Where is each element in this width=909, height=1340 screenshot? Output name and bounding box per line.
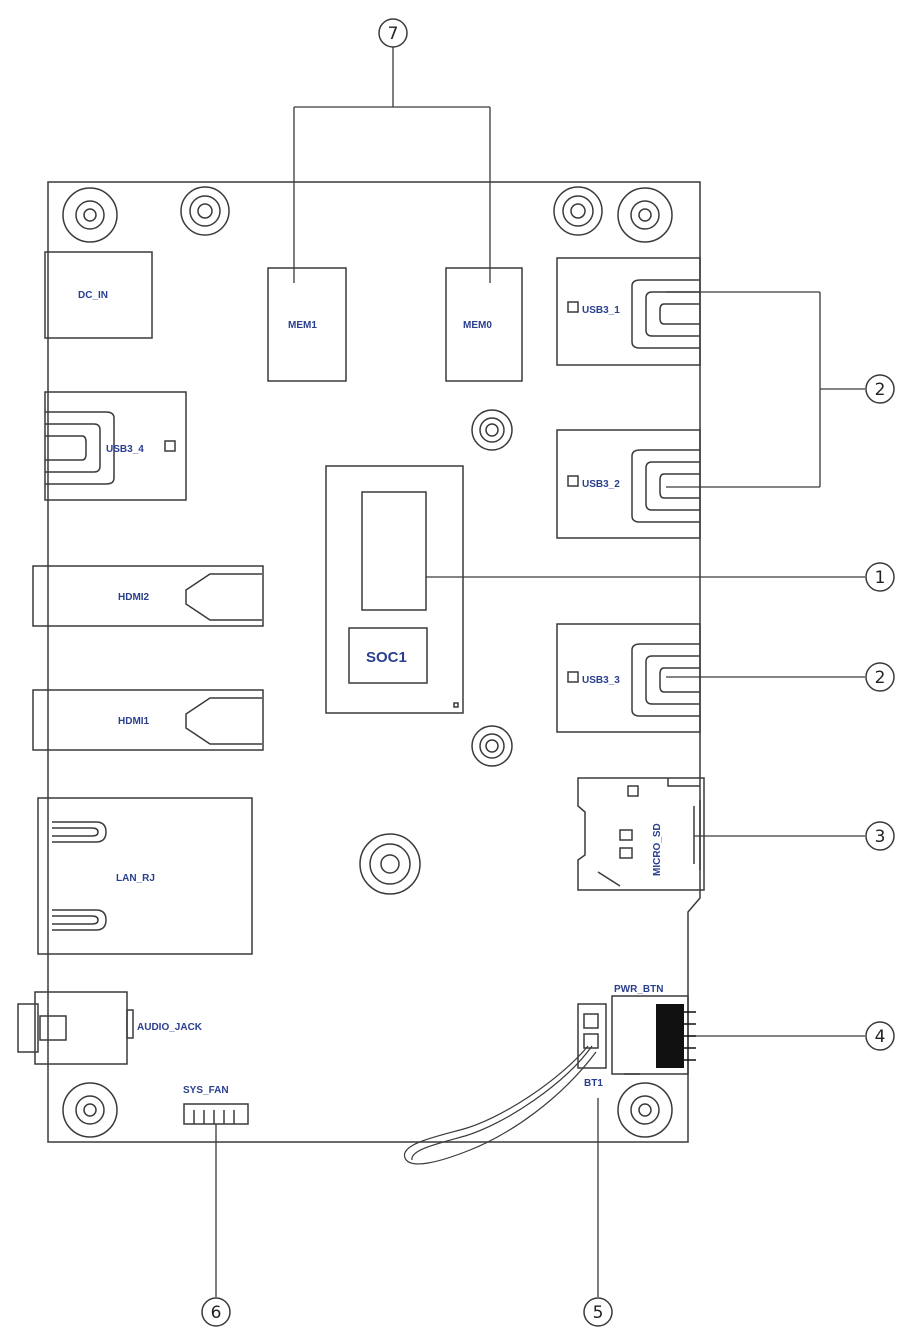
power-button-actuator [656, 1004, 684, 1068]
usb3-2-port [556, 429, 701, 539]
mem0-slot [445, 267, 523, 382]
label-hdmi1: HDMI1 [118, 716, 150, 727]
callout-4-circle [865, 1021, 895, 1051]
callout-6-number: 6 [211, 1303, 222, 1323]
callout-2b-number: 2 [875, 668, 886, 688]
usb3-3-port [556, 623, 701, 733]
battery-cable [403, 1045, 597, 1165]
standoff-upper-center [471, 409, 513, 451]
mounting-hole-top-left [62, 187, 118, 243]
lan-rj-port [37, 797, 253, 955]
callout-2a-leader [666, 291, 865, 488]
label-dc-in: DC_IN [78, 290, 108, 301]
label-mem0: MEM0 [463, 320, 492, 331]
callout-1-circle [865, 562, 895, 592]
label-bt1: BT1 [584, 1078, 603, 1089]
standoff-top-left [180, 186, 230, 236]
callout-3-circle [865, 821, 895, 851]
label-sys-fan: SYS_FAN [183, 1085, 229, 1096]
micro-sd-slot [577, 777, 705, 891]
board-outline [47, 181, 701, 1143]
callout-5-number: 5 [593, 1303, 604, 1323]
standoff-lower-center [471, 725, 513, 767]
callout-4-number: 4 [875, 1027, 886, 1047]
mounting-hole-top-right [617, 187, 673, 243]
dc-in-connector [44, 251, 153, 339]
label-soc1: SOC1 [366, 649, 407, 666]
power-button [611, 995, 689, 1075]
callout-7-leader [293, 47, 491, 283]
usb3-1-port [556, 257, 701, 366]
label-micro-sd: MICRO_SD [652, 823, 663, 876]
label-mem1: MEM1 [288, 320, 317, 331]
standoff-top-right [553, 186, 603, 236]
usb3-4-port [44, 391, 187, 501]
power-button-pins [684, 1011, 696, 1061]
label-lan-rj: LAN_RJ [116, 873, 155, 884]
callout-7-number: 7 [388, 24, 399, 44]
label-usb3-3: USB3_3 [582, 675, 620, 686]
callout-6-circle [201, 1297, 231, 1327]
hdmi1-port [32, 689, 264, 751]
standoff-center [359, 833, 421, 895]
hdmi2-port [32, 565, 264, 627]
mem1-slot [267, 267, 347, 382]
label-usb3-2: USB3_2 [582, 479, 620, 490]
label-pwr-btn: PWR_BTN [614, 984, 663, 995]
label-usb3-4: USB3_4 [106, 444, 144, 455]
callout-2a-circle [865, 374, 895, 404]
audio-jack [17, 991, 134, 1065]
callout-2b-circle [865, 662, 895, 692]
callout-3-number: 3 [875, 827, 886, 847]
label-audio-jack: AUDIO_JACK [137, 1022, 203, 1033]
callout-7-circle [378, 18, 408, 48]
sys-fan-connector [183, 1103, 249, 1125]
soc1-package [325, 465, 464, 714]
callout-2a-number: 2 [875, 380, 886, 400]
callout-1-number: 1 [875, 568, 886, 588]
label-usb3-1: USB3_1 [582, 305, 620, 316]
callout-5-circle [583, 1297, 613, 1327]
mounting-hole-bottom-right [617, 1082, 673, 1138]
mounting-hole-bottom-left [62, 1082, 118, 1138]
label-hdmi2: HDMI2 [118, 592, 150, 603]
